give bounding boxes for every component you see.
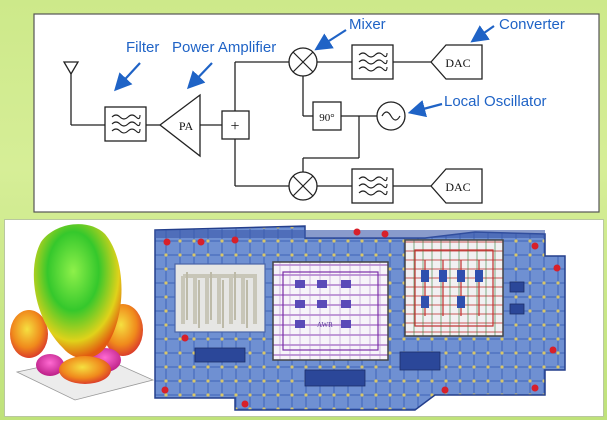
mixer-bottom <box>288 171 318 201</box>
back-lobe-left <box>36 354 64 376</box>
sine-wave-icon <box>381 111 401 121</box>
power-amplifier-block: PA <box>158 93 201 158</box>
mounting-holes <box>161 228 561 408</box>
dac-top-block: DAC <box>430 44 483 80</box>
baseband-filter-bottom <box>351 168 394 204</box>
illustration-svg: AWR <box>10 224 566 411</box>
antenna-icon <box>62 61 80 76</box>
rf-chip-b <box>404 239 504 337</box>
chip-mark: AWR <box>317 321 333 329</box>
filter-wave-icon <box>111 114 141 134</box>
filter-wave-icon <box>358 176 388 196</box>
filter-wave-icon <box>358 52 388 72</box>
local-oscillator-annotation: Local Oscillator <box>444 93 547 110</box>
radiation-pattern-3d <box>10 224 155 401</box>
converter-annotation: Converter <box>499 16 565 33</box>
transmitter-block-diagram: PA + 90° <box>33 13 600 213</box>
local-oscillator-block <box>376 101 406 131</box>
power-amplifier-annotation: Power Amplifier <box>172 39 276 56</box>
annotation-arrows <box>114 25 495 118</box>
dac-top-label: DAC <box>445 56 470 70</box>
phase-shifter-block: 90° <box>312 101 342 131</box>
rf-chip-a <box>272 261 389 361</box>
mixer-top <box>288 47 318 77</box>
filter-annotation: Filter <box>126 39 159 56</box>
illustration-panel: AWR <box>4 219 604 417</box>
front-lobe <box>59 356 111 384</box>
filter-arrow-icon <box>114 62 141 92</box>
main-lobe <box>33 224 122 359</box>
phase-shift-label: 90° <box>319 112 334 124</box>
adder-symbol: + <box>230 118 239 135</box>
pa-arrow-icon <box>186 62 213 90</box>
mixer-arrow-icon <box>314 29 347 51</box>
rf-filter-block <box>104 106 147 142</box>
dac-bottom-block: DAC <box>430 168 483 204</box>
side-lobe-left <box>10 310 48 358</box>
mixer-annotation: Mixer <box>349 16 386 33</box>
pa-label: PA <box>179 119 194 133</box>
baseband-filter-top <box>351 44 394 80</box>
converter-arrow-icon <box>470 25 495 43</box>
adder-block: + <box>221 110 250 140</box>
dac-bottom-label: DAC <box>445 180 470 194</box>
pcb-layout: AWR <box>154 225 566 411</box>
signal-wires <box>70 61 431 187</box>
lo-arrow-icon <box>407 100 443 118</box>
pcb-pads <box>194 281 525 387</box>
